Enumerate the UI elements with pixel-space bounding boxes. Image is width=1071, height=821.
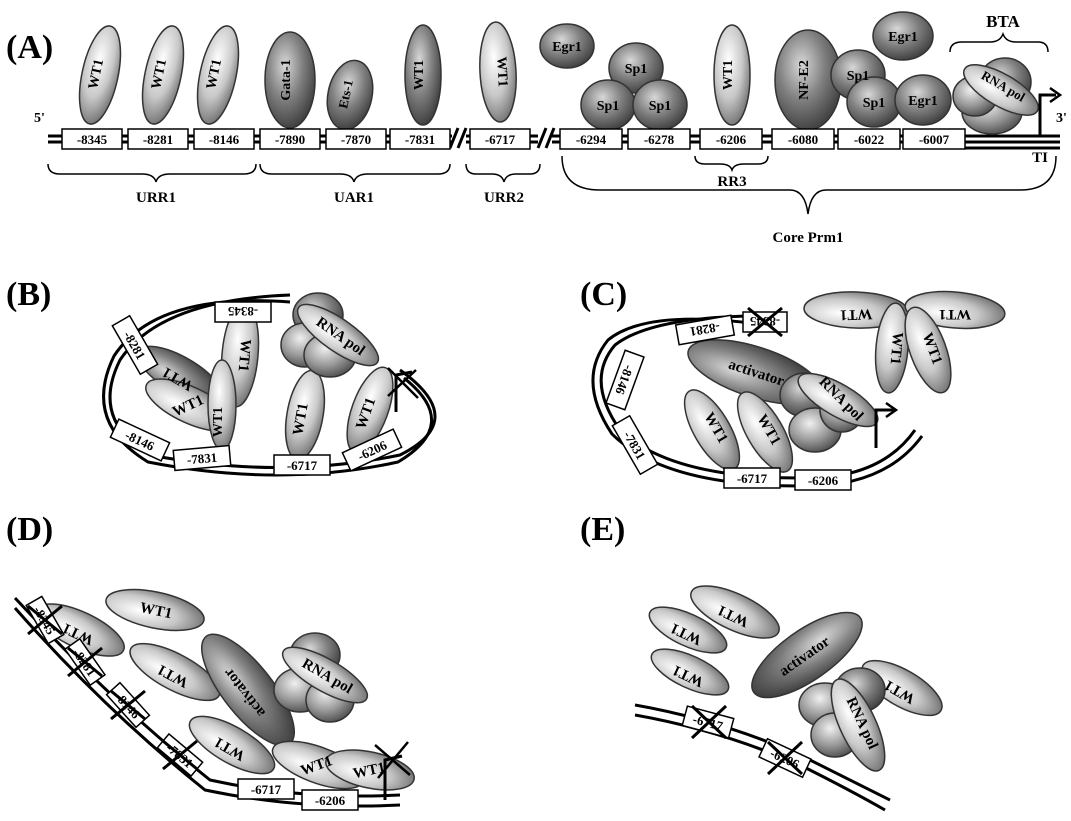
site-box: -8345 <box>215 302 271 322</box>
factor-label-egr1: Egr1 <box>552 40 582 55</box>
factor-label-egr1: Egr1 <box>908 94 938 109</box>
site-boxes-e: -6717 -6206 <box>682 706 811 777</box>
break-mark-1 <box>450 128 466 148</box>
panel-b: (B) WT1 WT1 WT1 WT1 WT1 WT1 RNA pol <box>6 276 435 475</box>
panel-a-label: (A) <box>6 29 53 66</box>
panel-e-label: (E) <box>580 511 625 548</box>
region-label-urr1: URR1 <box>136 190 176 206</box>
site-box: -6278 <box>628 129 690 149</box>
site-box: -8146 <box>110 419 169 461</box>
brace-urr2 <box>466 164 540 182</box>
site-label: -7890 <box>275 132 305 147</box>
site-box: -6022 <box>838 129 900 149</box>
factor-label-sp1: Sp1 <box>863 96 886 111</box>
factor-label-wt1: WT1 <box>235 338 254 372</box>
brace-uar1 <box>260 164 450 182</box>
site-box: -6007 <box>903 129 965 149</box>
site-label: -6717 <box>287 458 318 473</box>
site-box: -8146 <box>194 129 254 149</box>
factor-label-wt1: WT1 <box>939 306 972 322</box>
rna-pol-c <box>780 364 885 452</box>
site-box: -6206 <box>700 129 762 149</box>
site-box: -8146 <box>606 350 644 409</box>
site-label: -6007 <box>919 132 950 147</box>
site-box: -6206 <box>302 790 358 810</box>
factor-label-wt1: WT1 <box>840 305 873 322</box>
region-label-bta: BTA <box>986 12 1020 31</box>
factor-label-wt1: WT1 <box>887 331 906 365</box>
region-label-uar1: UAR1 <box>334 190 374 206</box>
site-label: -6080 <box>788 132 818 147</box>
site-box: -7870 <box>326 129 386 149</box>
tss-arrow-c <box>876 403 896 448</box>
site-box: -6717 <box>724 468 780 488</box>
site-box: -7831 <box>390 129 450 149</box>
site-label: -6206 <box>808 473 839 488</box>
site-label: -7831 <box>405 132 435 147</box>
panel-d: (D) WT1 WT1 WT1 activator WT1 WT1 <box>6 511 418 810</box>
site-box: -6080 <box>772 129 834 149</box>
site-box: -6717 <box>470 129 530 149</box>
site-box: -6206 <box>795 470 851 490</box>
factor-label-sp1: Sp1 <box>847 69 870 84</box>
site-label: -7831 <box>186 450 218 468</box>
site-box: -7831 <box>173 446 231 471</box>
site-label: -6022 <box>854 132 884 147</box>
site-label: -6717 <box>485 132 516 147</box>
site-label: -6206 <box>716 132 747 147</box>
site-boxes-a: -8345 -8281 -8146 -7890 -7870 -7831 -671… <box>62 129 965 149</box>
site-label: -6717 <box>251 782 282 797</box>
factor-label-sp1: Sp1 <box>597 99 620 114</box>
three-prime-end: 3' <box>1056 111 1067 126</box>
site-label: -6294 <box>576 132 607 147</box>
brace-core-prm1 <box>562 156 1056 214</box>
site-label: -8345 <box>77 132 108 147</box>
factor-label-nf-e2: NF-E2 <box>797 60 812 100</box>
site-box: -8345 <box>62 129 122 149</box>
panel-a: (A) 5' 3' <box>6 12 1067 246</box>
region-label-urr2: URR2 <box>484 190 524 206</box>
site-box: -6717 <box>274 455 330 475</box>
site-label: -7870 <box>341 132 371 147</box>
brace-bta <box>950 34 1048 52</box>
region-label-ti: TI <box>1032 150 1048 166</box>
site-label: -8281 <box>143 132 173 147</box>
site-box: -6717 <box>238 779 294 799</box>
factors-a <box>72 12 951 134</box>
factor-label-sp1: Sp1 <box>625 62 648 77</box>
site-label: -6278 <box>644 132 675 147</box>
site-label: -8146 <box>209 132 240 147</box>
site-label: -6717 <box>737 471 768 486</box>
site-box: -6294 <box>560 129 622 149</box>
site-box: -7890 <box>260 129 320 149</box>
factor-label-sp1: Sp1 <box>649 99 672 114</box>
rna-pol-a <box>953 55 1045 134</box>
factor-label-gata-1: Gata-1 <box>279 59 294 100</box>
panel-c-label: (C) <box>580 276 627 313</box>
factor-label-wt1: WT1 <box>721 60 736 90</box>
factor-label-egr1: Egr1 <box>888 30 918 45</box>
site-label: -8345 <box>227 304 258 319</box>
site-box: -8281 <box>128 129 188 149</box>
brace-urr1 <box>48 164 256 182</box>
break-mark-2 <box>538 128 554 148</box>
panel-e: (E) WT1 WT1 WT1 activator WT1 RNA pol <box>580 511 950 810</box>
panel-d-label: (D) <box>6 511 53 548</box>
panel-c: (C) WT1 WT1 WT1 WT1 activator WT1 <box>580 276 1006 490</box>
factor-label-wt1: WT1 <box>493 56 510 87</box>
brace-rr3 <box>695 156 768 170</box>
panel-b-label: (B) <box>6 276 51 313</box>
factor-label-wt1: WT1 <box>412 60 427 90</box>
region-label-core-prm1: Core Prm1 <box>773 230 844 246</box>
region-label-rr3: RR3 <box>717 174 746 190</box>
site-box: -7831 <box>612 416 657 474</box>
site-label: -6206 <box>315 793 346 808</box>
five-prime-end: 5' <box>34 111 45 126</box>
factor-label-wt1: WT1 <box>211 407 226 437</box>
site-box: -8281 <box>112 316 157 374</box>
